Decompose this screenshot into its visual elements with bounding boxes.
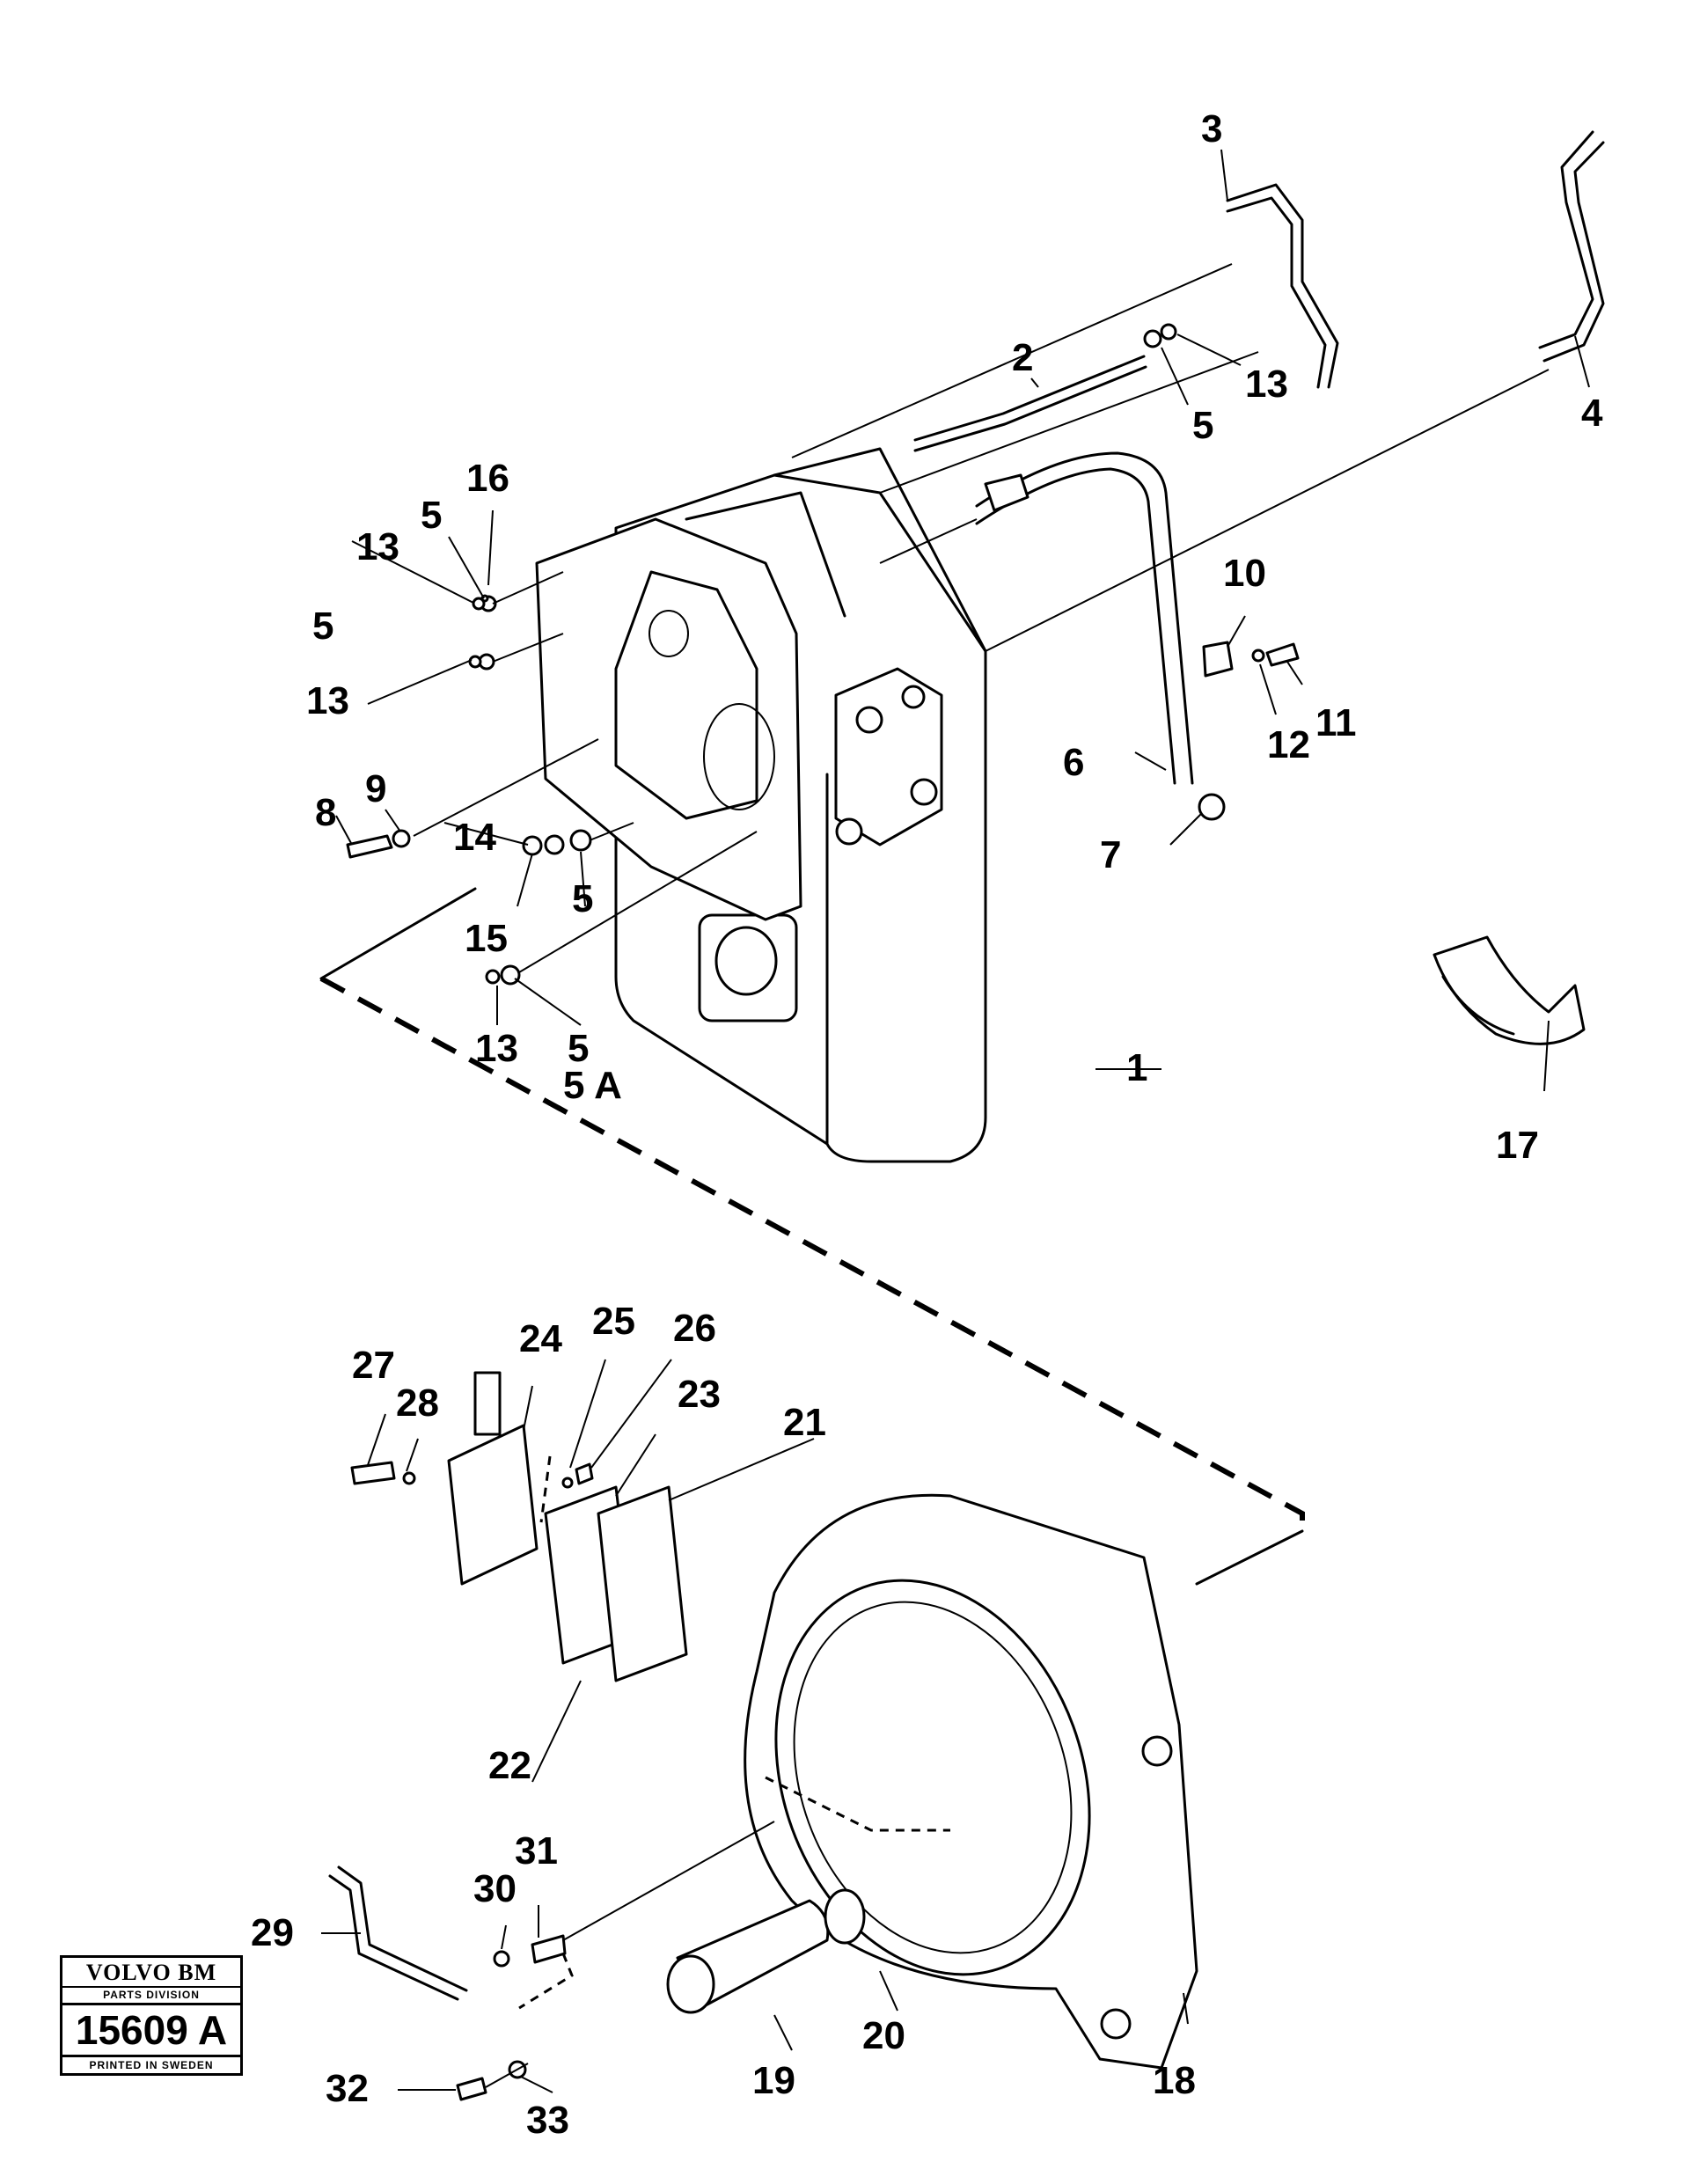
bolt-32: [456, 2077, 487, 2101]
fitting-5-top: [1143, 329, 1162, 348]
callout-22: 22: [488, 1744, 531, 1787]
axis-line-c: [985, 369, 1550, 652]
axis-line-d: [879, 518, 978, 564]
callout-25: 25: [592, 1300, 635, 1343]
fitting-13-top: [1160, 323, 1177, 341]
pipe-6-flange: [984, 473, 1030, 512]
transmission-housing: [535, 447, 987, 1163]
callout-15: 15: [465, 917, 508, 960]
bearing-shell-17: [1433, 935, 1586, 1045]
washer-30: [493, 1950, 510, 1968]
pipe-4: [1538, 130, 1594, 349]
control-valve-assembly: [350, 1371, 688, 1682]
assembly-dashed-line: [319, 976, 1305, 1531]
oil-strainer: [666, 1888, 866, 2014]
callout-8: 8: [315, 791, 337, 834]
pipe-3: [1226, 183, 1339, 389]
callout-29: 29: [251, 1911, 294, 1954]
callout-3: 3: [1201, 107, 1223, 150]
callout-6: 6: [1063, 741, 1085, 784]
bolt-11: [1265, 642, 1300, 667]
leader-dash-top: [319, 887, 477, 980]
callout-5-e: 5: [568, 1027, 590, 1070]
callout-5A: 5 A: [563, 1064, 622, 1107]
callout-27: 27: [352, 1344, 395, 1387]
callout-32: 32: [326, 2067, 369, 2110]
callout-5-d: 5: [572, 877, 594, 920]
callout-5-c: 5: [312, 605, 334, 648]
callout-24: 24: [519, 1317, 562, 1360]
flange-fasteners: [346, 594, 592, 986]
axis-line-b: [879, 351, 1259, 494]
washer-12: [1251, 649, 1265, 663]
badge-brand: VOLVO BM: [62, 1958, 240, 1988]
oring-7: [1198, 793, 1226, 821]
callout-16: 16: [466, 457, 509, 500]
callout-5-b: 5: [421, 494, 443, 537]
oring-20: [824, 1888, 866, 1945]
callout-10: 10: [1223, 552, 1266, 595]
callout-14: 14: [453, 816, 496, 859]
callout-30: 30: [473, 1867, 517, 1910]
callout-2: 2: [1012, 336, 1034, 379]
callout-23: 23: [678, 1373, 721, 1416]
callout-13-c: 13: [306, 679, 349, 722]
leader-lines: [321, 149, 1590, 2093]
callout-18: 18: [1153, 2059, 1196, 2102]
axis-line-a: [791, 263, 1233, 458]
badge-part-number: 15609 A: [62, 2005, 240, 2057]
callout-12: 12: [1267, 723, 1310, 766]
badge-printed: PRINTED IN SWEDEN: [89, 2059, 214, 2071]
leader-dash-bottom: [1195, 1529, 1304, 1586]
callout-5-top: 5: [1192, 404, 1214, 447]
pipe-2: [913, 355, 1146, 442]
callout-13-d: 13: [475, 1027, 518, 1070]
clamp-10: [1202, 641, 1234, 678]
callout-19: 19: [752, 2059, 795, 2102]
badge-division: PARTS DIVISION: [62, 1988, 240, 2005]
callout-13-top: 13: [1245, 363, 1288, 406]
callout-21: 21: [783, 1401, 826, 1444]
callout-17: 17: [1496, 1124, 1539, 1167]
fitting-31: [531, 1934, 567, 1964]
callout-7: 7: [1100, 833, 1122, 876]
callout-11: 11: [1315, 701, 1357, 744]
callout-4: 4: [1581, 392, 1603, 435]
callout-9: 9: [365, 767, 387, 810]
callout-31: 31: [515, 1829, 558, 1873]
callout-28: 28: [396, 1381, 439, 1425]
converter-housing: [744, 1493, 1198, 2070]
volvo-bm-badge: VOLVO BM PARTS DIVISION 15609 A PRINTED …: [60, 1955, 243, 2076]
callout-20: 20: [862, 2014, 905, 2057]
pipe-29: [337, 1865, 468, 1992]
callout-1: 1: [1126, 1046, 1148, 1089]
callout-33: 33: [526, 2099, 569, 2142]
callout-26: 26: [673, 1307, 716, 1350]
callout-13-b: 13: [356, 525, 399, 568]
